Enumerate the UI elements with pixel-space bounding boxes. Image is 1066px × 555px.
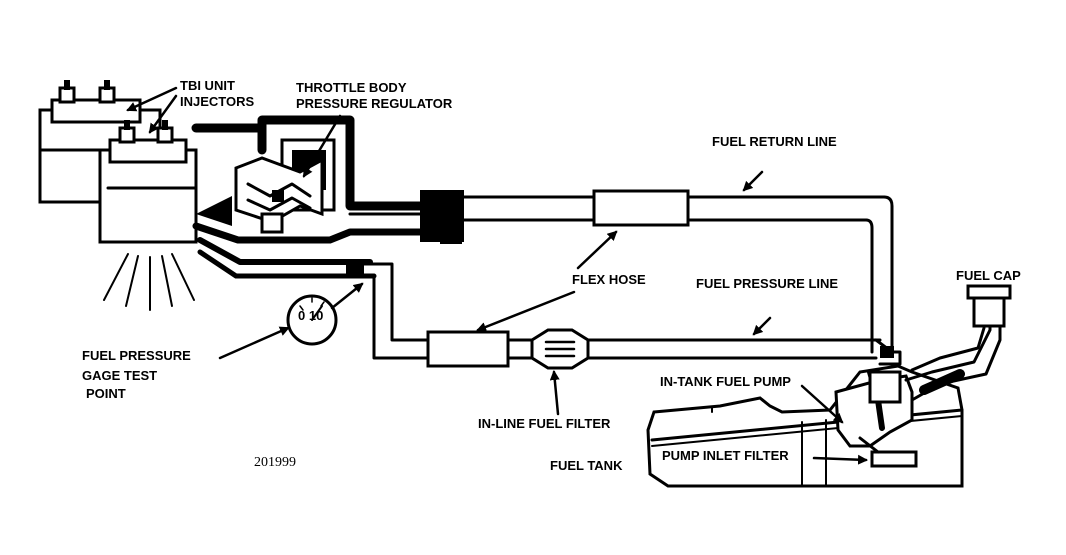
tbi-unit bbox=[38, 80, 198, 311]
pressure-flex-hose bbox=[426, 330, 510, 368]
fuel-return-line-label: FUEL RETURN LINE bbox=[712, 134, 837, 149]
figure-number: 201999 bbox=[254, 455, 296, 470]
pump-inlet-filter bbox=[870, 450, 918, 468]
labels: TBI UNIT INJECTORS THROTTLE BODY PRESSUR… bbox=[82, 78, 1021, 473]
in-tank-fuel-pump-label: IN-TANK FUEL PUMP bbox=[660, 374, 791, 389]
throttle-body-label-line1: THROTTLE BODY bbox=[296, 80, 407, 95]
fuel-pressure-line-label: FUEL PRESSURE LINE bbox=[696, 276, 838, 291]
in-line-fuel-filter bbox=[530, 328, 590, 370]
fuel-spray bbox=[103, 253, 195, 311]
gage-label-line2: GAGE TEST bbox=[82, 368, 157, 383]
return-flex-hose bbox=[592, 189, 690, 227]
tbi-label-line2: INJECTORS bbox=[180, 94, 254, 109]
tbi-label-line1: TBI UNIT bbox=[180, 78, 235, 93]
filler-neck bbox=[904, 284, 1012, 402]
flex-hose-label: FLEX HOSE bbox=[572, 272, 646, 287]
fuel-tank bbox=[646, 364, 964, 488]
fuel-cap-label: FUEL CAP bbox=[956, 268, 1021, 283]
gage-label-line3: POINT bbox=[86, 386, 126, 401]
leader-arrows bbox=[126, 86, 868, 465]
pump-inlet-filter-label: PUMP INLET FILTER bbox=[662, 448, 789, 463]
fuel-tank-label: FUEL TANK bbox=[550, 458, 623, 473]
pressure-regulator bbox=[191, 115, 445, 279]
pressure-gage: 0 10 bbox=[286, 294, 338, 346]
in-line-fuel-filter-label: IN-LINE FUEL FILTER bbox=[478, 416, 611, 431]
fuel-pressure-line bbox=[346, 260, 902, 370]
gage-label-line1: FUEL PRESSURE bbox=[82, 348, 191, 363]
fuel-return-line bbox=[348, 189, 894, 354]
throttle-body-label-line2: PRESSURE REGULATOR bbox=[296, 96, 453, 111]
fuel-cap-body bbox=[966, 284, 1012, 328]
